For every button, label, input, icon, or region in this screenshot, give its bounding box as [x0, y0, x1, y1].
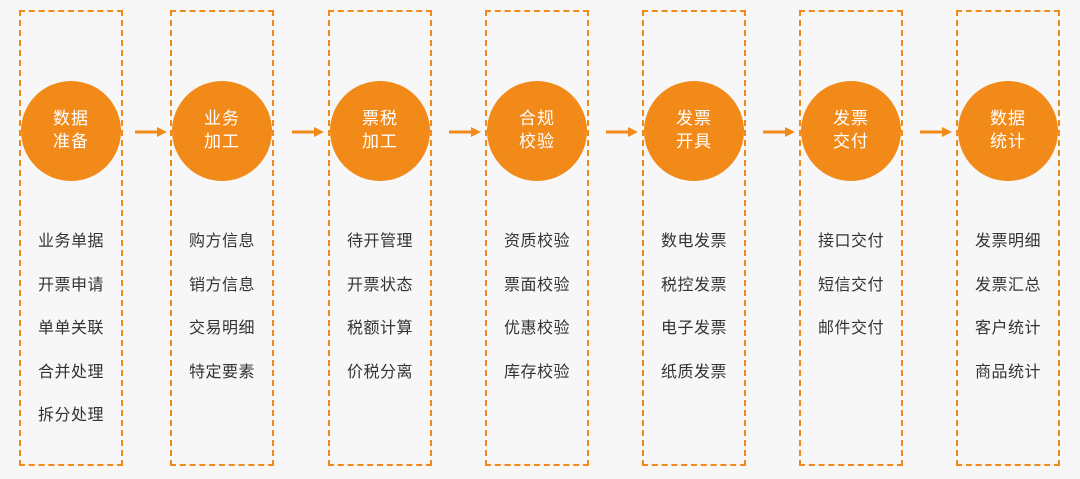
- stage-item: 短信交付: [817, 274, 884, 294]
- stage-circle: 发票 开具: [644, 81, 744, 181]
- stage-item: 合并处理: [37, 361, 104, 381]
- stage-item: 电子发票: [660, 318, 727, 337]
- stage-item: 票面校验: [503, 274, 570, 294]
- stage-circle: 数据 准备: [21, 81, 121, 181]
- stage-item-list: 待开管理 开票状态 税额计算 价税分离: [330, 230, 430, 404]
- stage-column-statistics: 数据 统计 发票明细 发票汇总 客户统计 商品统计: [956, 10, 1060, 466]
- stage-item: 数电发票: [660, 231, 727, 250]
- stage-item: 税额计算: [346, 318, 413, 337]
- stage-title-line: 数据: [990, 109, 1026, 129]
- stage-circle: 业务 加工: [172, 81, 272, 181]
- stage-item: 交易明细: [188, 318, 255, 337]
- stage-item: 发票明细: [974, 231, 1041, 250]
- stage-title-line: 数据: [53, 109, 89, 129]
- stage-circle: 数据 统计: [958, 81, 1058, 181]
- stage-column-tax: 票税 加工 待开管理 开票状态 税额计算 价税分离: [328, 10, 432, 466]
- stage-circle: 合规 校验: [487, 81, 587, 181]
- stage-title-line: 统计: [990, 132, 1026, 152]
- process-flow: 数据 准备 业务单据 开票申请 单单关联 合并处理 拆分处理 业务 加工 购方信…: [19, 10, 1061, 468]
- stage-item: 开票申请: [37, 274, 104, 294]
- stage-item: 开票状态: [346, 274, 413, 294]
- stage-item: 业务单据: [37, 231, 104, 250]
- stage-item-list: 业务单据 开票申请 单单关联 合并处理 拆分处理: [21, 230, 121, 448]
- arrow-right-icon: [606, 127, 638, 137]
- stage-item-list: 资质校验 票面校验 优惠校验 库存校验: [487, 230, 587, 404]
- stage-item: 客户统计: [974, 318, 1041, 337]
- stage-title-line: 业务: [204, 109, 240, 129]
- stage-circle: 发票 交付: [801, 81, 901, 181]
- stage-circle: 票税 加工: [330, 81, 430, 181]
- stage-item: 资质校验: [503, 231, 570, 250]
- stage-item: 接口交付: [817, 231, 884, 250]
- stage-column-business: 业务 加工 购方信息 销方信息 交易明细 特定要素: [170, 10, 274, 466]
- stage-item: 特定要素: [188, 361, 255, 381]
- stage-title-line: 加工: [204, 132, 240, 152]
- stage-title-line: 发票: [833, 109, 869, 129]
- stage-column-issue: 发票 开具 数电发票 税控发票 电子发票 纸质发票: [642, 10, 746, 466]
- arrow-right-icon: [135, 127, 167, 137]
- stage-title-line: 交付: [833, 132, 869, 152]
- stage-title-line: 票税: [362, 109, 398, 129]
- stage-item-list: 发票明细 发票汇总 客户统计 商品统计: [958, 230, 1058, 404]
- stage-title-line: 开具: [676, 132, 712, 152]
- arrow-right-icon: [449, 127, 481, 137]
- stage-title-line: 准备: [53, 132, 89, 152]
- stage-item: 拆分处理: [37, 405, 104, 424]
- stage-item: 价税分离: [346, 361, 413, 381]
- stage-title-line: 加工: [362, 132, 398, 152]
- stage-item: 税控发票: [660, 274, 727, 294]
- stage-item: 纸质发票: [660, 361, 727, 381]
- stage-item: 库存校验: [503, 361, 570, 381]
- arrow-right-icon: [292, 127, 324, 137]
- stage-item: 优惠校验: [503, 318, 570, 337]
- stage-item-list: 购方信息 销方信息 交易明细 特定要素: [172, 230, 272, 404]
- stage-column-compliance: 合规 校验 资质校验 票面校验 优惠校验 库存校验: [485, 10, 589, 466]
- stage-item: 购方信息: [188, 231, 255, 250]
- stage-title-line: 校验: [519, 132, 555, 152]
- arrow-right-icon: [920, 127, 952, 137]
- stage-column-delivery: 发票 交付 接口交付 短信交付 邮件交付: [799, 10, 903, 466]
- arrow-right-icon: [763, 127, 795, 137]
- stage-item: 商品统计: [974, 361, 1041, 381]
- stage-item: 发票汇总: [974, 274, 1041, 294]
- stage-item: 邮件交付: [817, 318, 884, 337]
- stage-column-data-prep: 数据 准备 业务单据 开票申请 单单关联 合并处理 拆分处理: [19, 10, 123, 466]
- stage-item: 待开管理: [346, 231, 413, 250]
- stage-item-list: 接口交付 短信交付 邮件交付: [801, 230, 901, 361]
- stage-title-line: 合规: [519, 109, 555, 129]
- stage-title-line: 发票: [676, 109, 712, 129]
- stage-item: 销方信息: [188, 274, 255, 294]
- stage-item-list: 数电发票 税控发票 电子发票 纸质发票: [644, 230, 744, 404]
- stage-item: 单单关联: [37, 318, 104, 337]
